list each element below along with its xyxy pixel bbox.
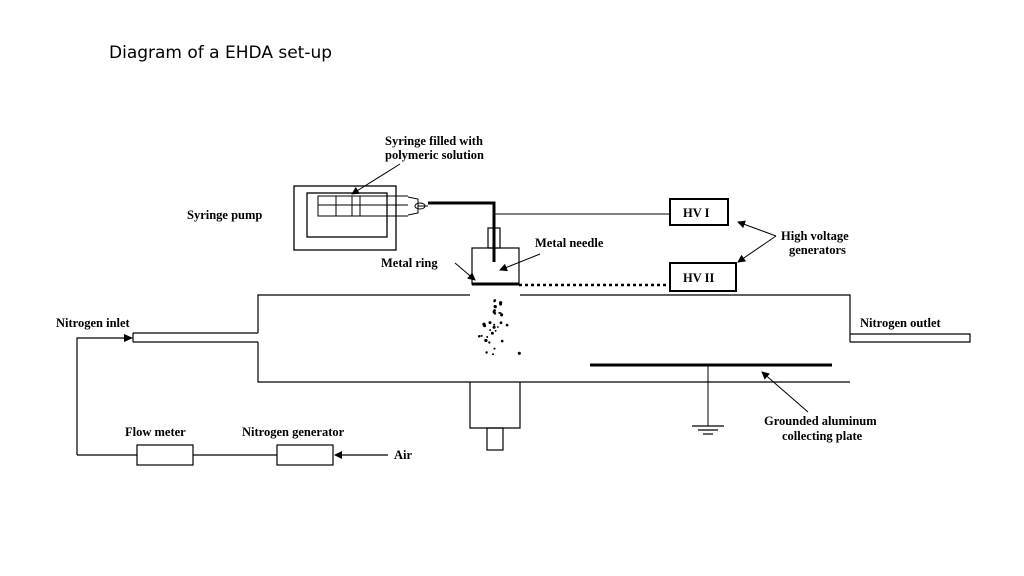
bottom-nozzle <box>486 427 504 451</box>
hv2-box <box>669 262 737 292</box>
ground-symbol <box>692 425 724 435</box>
droplet <box>497 326 499 328</box>
label-hv-gen-line2: generators <box>789 243 846 257</box>
droplet <box>483 324 487 328</box>
label-syringe-pump: Syringe pump <box>187 208 262 222</box>
hv1-box <box>669 198 729 226</box>
droplet <box>493 299 497 302</box>
label-hv2: HV II <box>683 271 715 285</box>
droplet <box>492 325 496 329</box>
label-nitrogen-generator: Nitrogen generator <box>242 425 345 439</box>
droplet <box>505 323 509 327</box>
spray-droplets <box>478 299 521 356</box>
droplet <box>493 323 496 326</box>
droplet <box>480 334 483 337</box>
label-syringe-line1: Syringe filled with <box>385 134 483 148</box>
droplet <box>500 313 504 317</box>
feed-tube <box>428 201 496 262</box>
plate-pointer <box>761 371 809 413</box>
ring-pointer <box>454 262 476 281</box>
needle-assembly <box>471 227 520 286</box>
droplet <box>517 351 521 355</box>
droplet <box>488 341 491 344</box>
label-nitrogen-inlet: Nitrogen inlet <box>56 316 131 330</box>
label-hv-gen-line1: High voltage <box>781 229 849 243</box>
needle-pointer <box>499 253 541 272</box>
droplet <box>493 347 496 350</box>
droplet <box>500 339 504 343</box>
droplet <box>478 334 481 338</box>
hv1-pointer <box>737 220 777 237</box>
droplet <box>488 321 492 325</box>
droplet <box>485 351 488 354</box>
label-syringe-line2: polymeric solution <box>385 148 484 162</box>
droplet <box>490 331 494 335</box>
label-metal-ring: Metal ring <box>381 256 438 270</box>
droplet <box>499 321 503 325</box>
outlet-pipe <box>850 333 971 343</box>
nitrogen-generator-box <box>276 444 334 466</box>
syringe-pointer <box>351 163 401 195</box>
inlet-pipe <box>132 332 258 343</box>
gas-supply-line <box>76 337 126 455</box>
label-nitrogen-outlet: Nitrogen outlet <box>860 316 941 330</box>
droplet <box>499 303 503 306</box>
label-flow-meter: Flow meter <box>125 425 186 439</box>
syringe-pump <box>293 185 428 251</box>
droplet <box>498 311 501 314</box>
label-air: Air <box>394 448 413 462</box>
slide-title: Diagram of a EHDA set-up <box>109 43 333 63</box>
chamber-outline <box>257 294 851 429</box>
label-plate-line1: Grounded aluminum <box>764 414 877 428</box>
droplet <box>489 329 492 332</box>
inlet-arrow <box>124 334 133 342</box>
droplet <box>494 329 497 332</box>
hv2-pointer <box>737 235 777 263</box>
label-metal-needle: Metal needle <box>535 236 604 250</box>
droplet <box>486 336 489 338</box>
flow-meter-box <box>136 444 194 466</box>
label-plate-line2: collecting plate <box>782 429 863 443</box>
droplet <box>484 338 488 343</box>
droplet <box>491 353 495 356</box>
droplet <box>493 304 497 309</box>
label-hv1: HV I <box>683 206 710 220</box>
droplet <box>492 310 496 314</box>
